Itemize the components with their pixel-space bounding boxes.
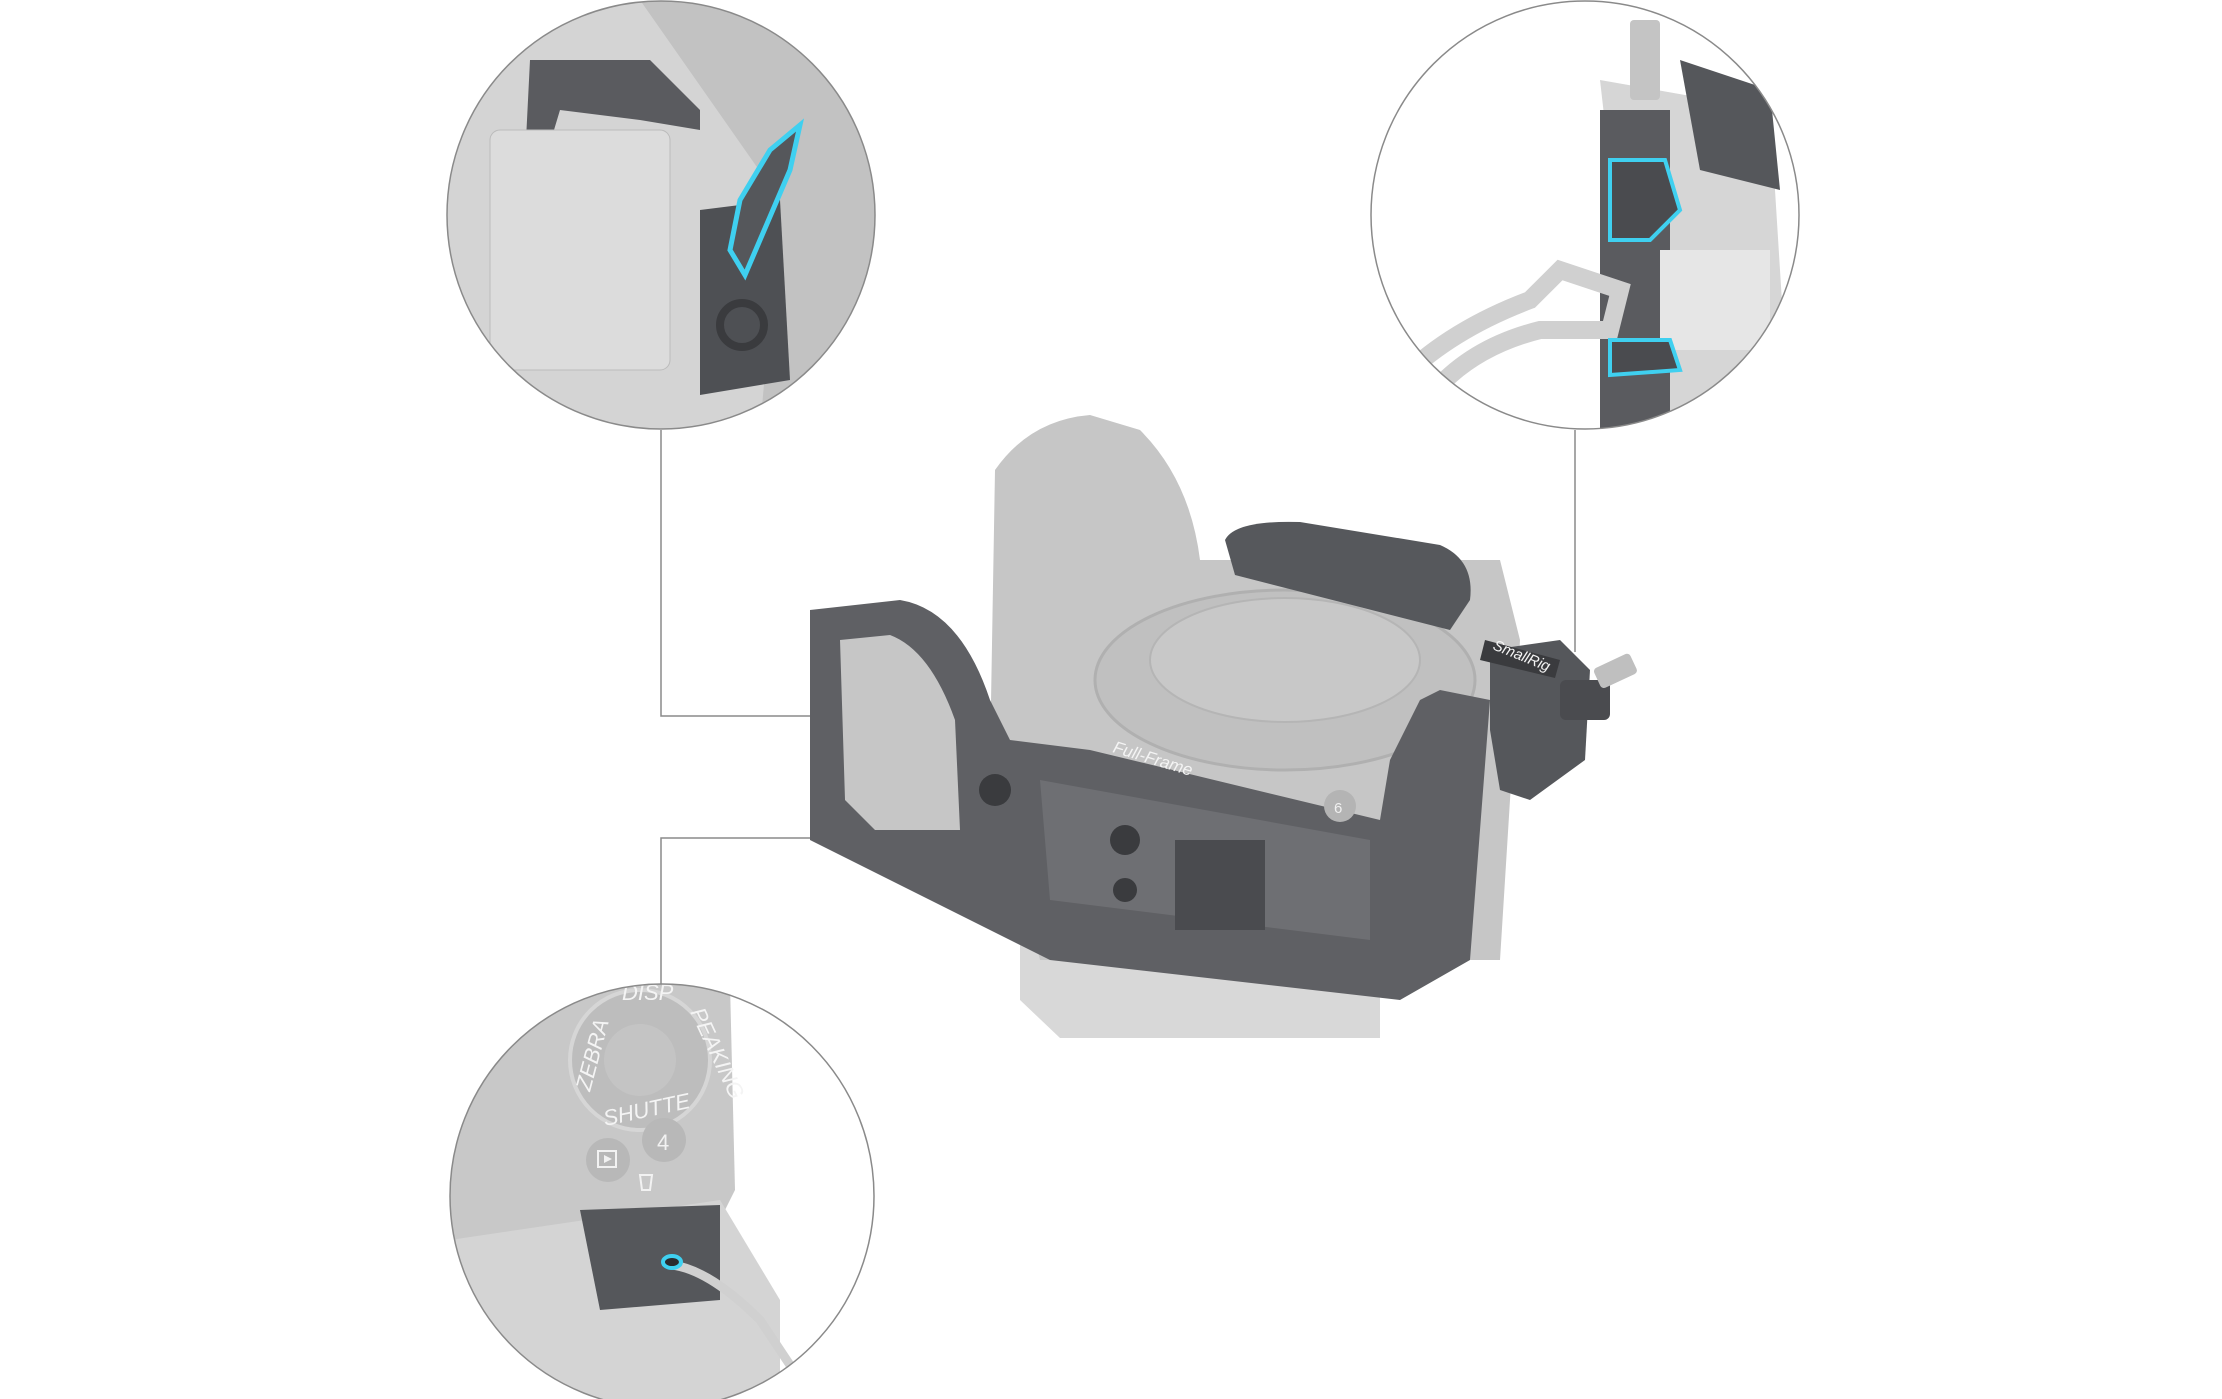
callout-top-left xyxy=(446,0,876,430)
callout-top-right xyxy=(1370,0,1800,430)
playback-icon xyxy=(597,1150,617,1168)
button-number-4: 4 xyxy=(657,1130,669,1155)
dial-label-disp: DISP xyxy=(622,980,674,1005)
callout-border xyxy=(449,983,875,1399)
callout-bottom-left: DISP PEAKING ZEBRA SHUTTE 4 xyxy=(449,980,875,1399)
trash-icon xyxy=(638,1174,654,1191)
camera-with-cage: Full-Frame 6 SmallRig xyxy=(810,415,1637,1038)
callout-border xyxy=(1370,0,1800,430)
camera-button-number: 6 xyxy=(1334,800,1342,817)
leader-line-bottom-left xyxy=(660,837,845,984)
callout-border xyxy=(446,0,876,430)
